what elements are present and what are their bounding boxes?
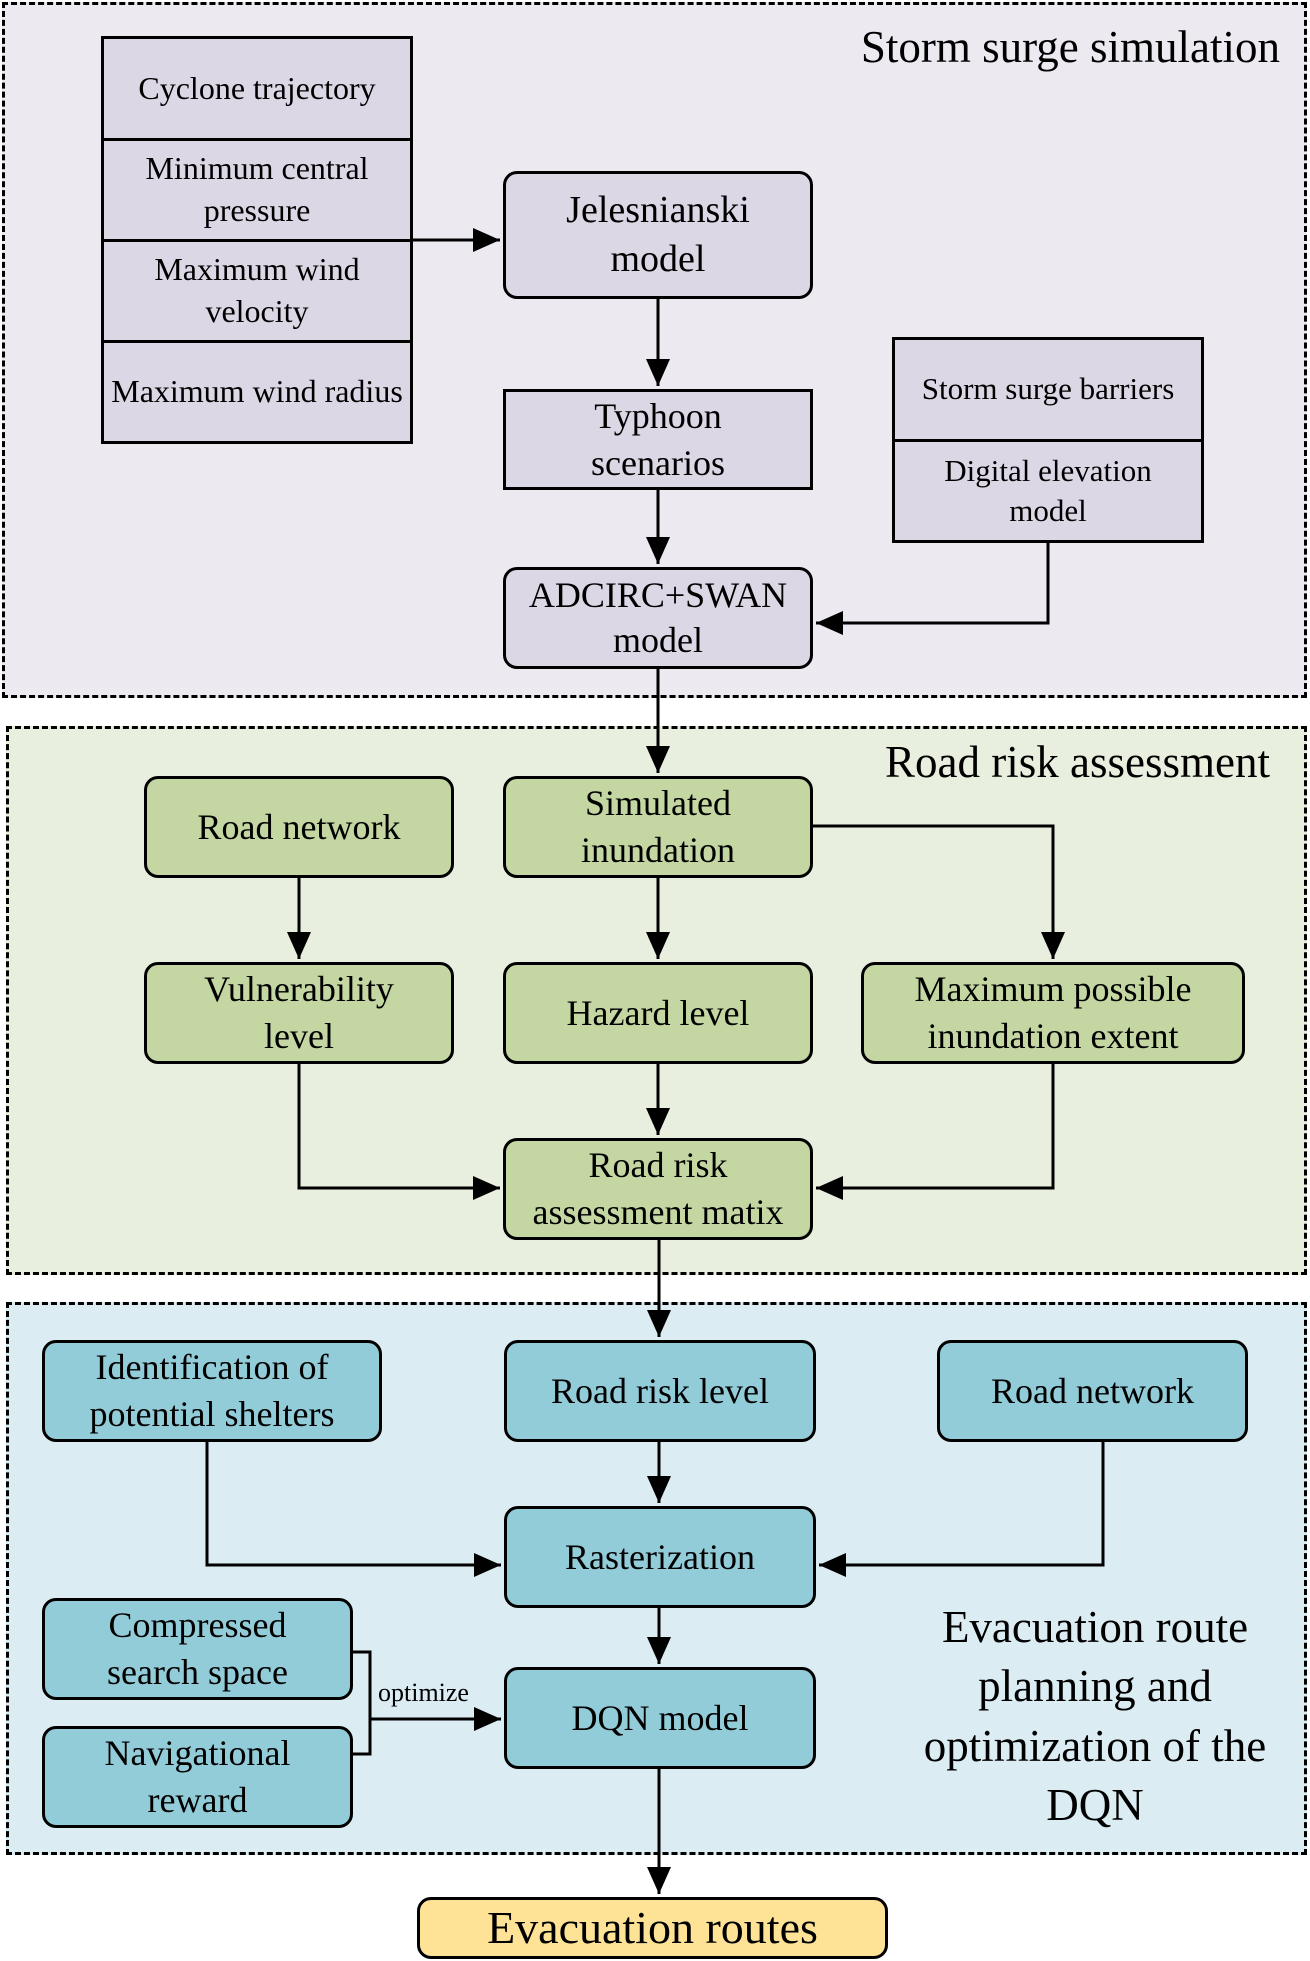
max-wind-velocity-cell: Maximum wind velocity xyxy=(104,242,410,343)
typhoon-scenarios-node: Typhoon scenarios xyxy=(503,389,813,490)
dqn-model-node: DQN model xyxy=(504,1667,816,1769)
shelters-identification-node: Identification of potential shelters xyxy=(42,1340,382,1442)
compressed-search-space-node: Compressed search space xyxy=(42,1598,353,1700)
adcirc-swan-model-node: ADCIRC+SWAN model xyxy=(503,567,813,669)
road-network-node: Road network xyxy=(144,776,454,878)
navigational-reward-node: Navigational reward xyxy=(42,1726,353,1828)
cyclone-trajectory-cell: Cyclone trajectory xyxy=(104,39,410,141)
min-central-pressure-cell: Minimum central pressure xyxy=(104,141,410,242)
section-title-evac: Evacuation route planning and optimizati… xyxy=(923,1602,1267,1831)
rasterization-node: Rasterization xyxy=(504,1506,816,1608)
hazard-level-node: Hazard level xyxy=(503,962,813,1064)
jelesnianski-model-node: Jelesnianski model xyxy=(503,171,813,299)
max-inundation-extent-node: Maximum possible inundation extent xyxy=(861,962,1245,1064)
optimize-label: optimize xyxy=(378,1678,469,1707)
vulnerability-level-node: Vulnerability level xyxy=(144,962,454,1064)
storm-surge-barriers-cell: Storm surge barriers xyxy=(895,340,1201,442)
max-wind-radius-cell: Maximum wind radius xyxy=(111,373,403,410)
evacuation-routes-node: Evacuation routes xyxy=(417,1897,888,1959)
section-title-storm: Storm surge simulation xyxy=(860,22,1280,72)
road-risk-level-node: Road risk level xyxy=(504,1340,816,1442)
simulated-inundation-node: Simulated inundation xyxy=(503,776,813,878)
terrain-inputs-stack: Storm surge barriers Digital elevation m… xyxy=(892,337,1204,543)
section-title-road: Road risk assessment xyxy=(885,737,1270,787)
road-risk-matrix-node: Road risk assessment matix xyxy=(503,1138,813,1240)
evac-road-network-node: Road network xyxy=(937,1340,1248,1442)
cyclone-parameters-stack: Cyclone trajectory Minimum central press… xyxy=(101,36,413,444)
digital-elevation-model-cell: Digital elevation model xyxy=(944,452,1152,528)
